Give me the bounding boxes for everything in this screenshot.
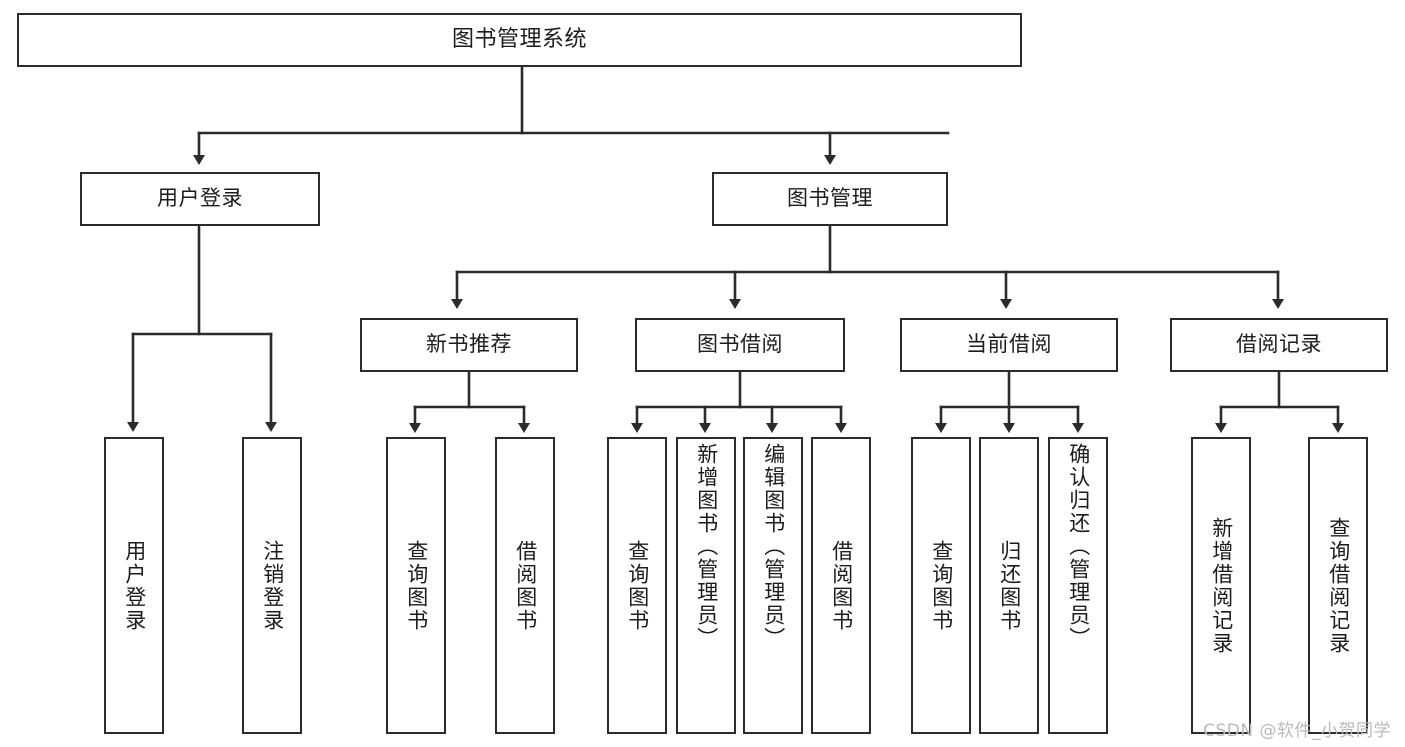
node-leaf-return-book-label: 归还图书 [997,539,1022,632]
node-current-borrow[interactable]: 当前借阅 [900,318,1118,372]
node-leaf-borrow-book-recommend-label: 借阅图书 [513,539,538,632]
node-borrow-record-label: 借阅记录 [1236,332,1322,357]
node-leaf-query-book-borrow-label: 查询图书 [625,539,650,632]
node-leaf-logout[interactable]: 注销登录 [242,437,302,734]
node-leaf-edit-book-admin[interactable]: 编辑图书（管理员） [743,437,803,734]
node-leaf-return-book[interactable]: 归还图书 [979,437,1039,734]
node-leaf-user-login-label: 用户登录 [122,539,147,632]
node-user-login[interactable]: 用户登录 [80,172,320,226]
node-leaf-query-book-recommend-label: 查询图书 [404,539,429,632]
node-user-login-label: 用户登录 [157,186,243,211]
node-leaf-query-borrow-record-label: 查询借阅记录 [1326,516,1351,655]
node-leaf-confirm-return-admin[interactable]: 确认归还（管理员） [1048,437,1108,734]
node-leaf-query-book-current[interactable]: 查询图书 [911,437,971,734]
node-leaf-add-borrow-record[interactable]: 新增借阅记录 [1191,437,1251,734]
node-leaf-borrow-book-recommend[interactable]: 借阅图书 [495,437,555,734]
node-book-manage-label: 图书管理 [787,186,873,211]
node-book-borrow[interactable]: 图书借阅 [635,318,845,372]
node-leaf-confirm-return-admin-label: 确认归还（管理员） [1066,443,1091,650]
node-root-system-label: 图书管理系统 [451,26,587,52]
node-leaf-add-book-admin[interactable]: 新增图书（管理员） [676,437,736,734]
node-book-manage[interactable]: 图书管理 [712,172,948,226]
node-leaf-borrow-book[interactable]: 借阅图书 [811,437,871,734]
node-leaf-user-login[interactable]: 用户登录 [104,437,164,734]
node-current-borrow-label: 当前借阅 [966,332,1052,357]
node-leaf-query-book-current-label: 查询图书 [929,539,954,632]
node-leaf-query-borrow-record[interactable]: 查询借阅记录 [1308,437,1368,734]
node-root-system[interactable]: 图书管理系统 [17,13,1022,67]
node-leaf-borrow-book-label: 借阅图书 [829,539,854,632]
node-book-borrow-label: 图书借阅 [697,332,783,357]
node-leaf-logout-label: 注销登录 [260,539,285,632]
node-leaf-edit-book-admin-label: 编辑图书（管理员） [761,443,786,650]
node-leaf-add-book-admin-label: 新增图书（管理员） [694,443,719,650]
node-leaf-add-borrow-record-label: 新增借阅记录 [1209,516,1234,655]
node-borrow-record[interactable]: 借阅记录 [1170,318,1388,372]
node-new-book-recommend-label: 新书推荐 [426,332,512,357]
node-leaf-query-book-recommend[interactable]: 查询图书 [386,437,446,734]
node-leaf-query-book-borrow[interactable]: 查询图书 [607,437,667,734]
node-new-book-recommend[interactable]: 新书推荐 [360,318,578,372]
